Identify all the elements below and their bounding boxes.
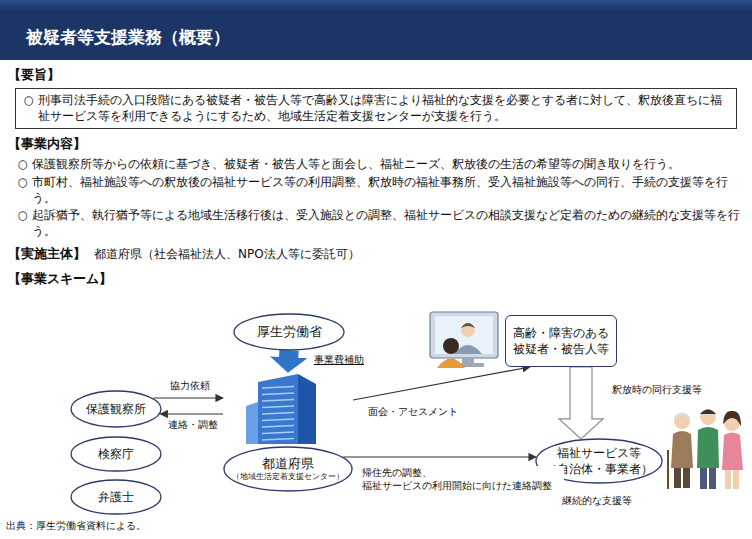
people-illustration <box>668 409 743 489</box>
ellipse-node: 保護観察所 <box>70 390 162 428</box>
edge-label: 釈放時の同行支援等 <box>610 383 704 396</box>
node-content: 検察庁 <box>70 436 162 472</box>
monitor-illustration <box>430 312 498 368</box>
section-heading: 【要旨】 <box>8 66 60 84</box>
section-heading: 【事業スキーム】 <box>8 270 112 288</box>
node-content: 高齢・障害のある 被疑者・被告人等 <box>506 316 616 366</box>
process-box: 高齢・障害のある 被疑者・被告人等 <box>505 315 617 367</box>
node-text: 保護観察所 <box>86 401 146 417</box>
node-text: 検察庁 <box>98 446 134 462</box>
node-content: 厚生労働省 <box>233 313 345 351</box>
request-arrow <box>154 397 223 398</box>
node-text: ○ 刑事司法手続の入口段階にある被疑者・被告人等で高齢又は障害により福祉的な支援… <box>24 93 728 124</box>
section-heading: 【事業内容】 <box>8 135 86 153</box>
title-text: 被疑者等支援業務（概要） <box>26 26 230 50</box>
node-text: 都道府県 <box>262 455 314 473</box>
edge-label: 連絡・調整 <box>166 418 220 431</box>
edge-label: 事業費補助 <box>312 353 366 366</box>
ellipse-node: 都道府県（地域生活定着支援センター） <box>223 372 353 492</box>
ellipse-node: 弁護士 <box>70 479 162 515</box>
edge-label: 面会・アセスメント <box>366 405 460 418</box>
node-content: ○ 刑事司法手続の入口段階にある被疑者・被告人等で高齢又は障害により福祉的な支援… <box>16 89 736 128</box>
body-text: 都道府県（社会福祉法人、NPO法人等に委託可） <box>94 246 360 263</box>
process-box: ○ 刑事司法手続の入口段階にある被疑者・被告人等で高齢又は障害により福祉的な支援… <box>15 88 737 129</box>
node-text: 弁護士 <box>98 489 134 505</box>
node-content: 弁護士 <box>70 479 162 515</box>
edge-label: 帰住先の調整、 福祉サービスの利用開始に向けた連絡調整 <box>360 466 564 492</box>
building-icon <box>246 374 316 444</box>
ellipse-node: 検察庁 <box>70 436 162 472</box>
edge-label: 協力依頼 <box>168 379 212 392</box>
coordination-arrow <box>160 413 223 414</box>
bullet-text: ○ 保護観察所等からの依頼に基づき、被疑者・被告人等と面会し、福祉ニーズ、釈放後… <box>18 156 740 172</box>
note-text: 継続的な支援等 <box>562 494 632 508</box>
caption-text: 出典：厚生労働省資料による。 <box>6 519 146 533</box>
assessment-arrow <box>353 367 530 400</box>
node-text: （地域生活定着支援センター） <box>232 472 344 483</box>
release-support-arrow <box>559 367 603 439</box>
funding-arrow <box>272 351 306 372</box>
node-content: 都道府県（地域生活定着支援センター） <box>223 372 353 492</box>
node-text: 高齢・障害のある 被疑者・被告人等 <box>510 325 612 357</box>
ellipse-node: 厚生労働省 <box>233 313 345 351</box>
node-content: 保護観察所 <box>70 390 162 428</box>
bullet-text: ○ 市町村、福祉施設等への釈放後の福祉サービス等の利用調整、釈放時の福祉事務所、… <box>18 174 740 206</box>
adjustment-arrow <box>343 456 536 457</box>
bullet-text: ○ 起訴猶予、執行猶予等による地域生活移行後は、受入施設との調整、福祉サービスの… <box>18 207 740 239</box>
node-text: 厚生労働省 <box>257 323 322 341</box>
section-heading: 【実施主体】 <box>8 245 86 263</box>
